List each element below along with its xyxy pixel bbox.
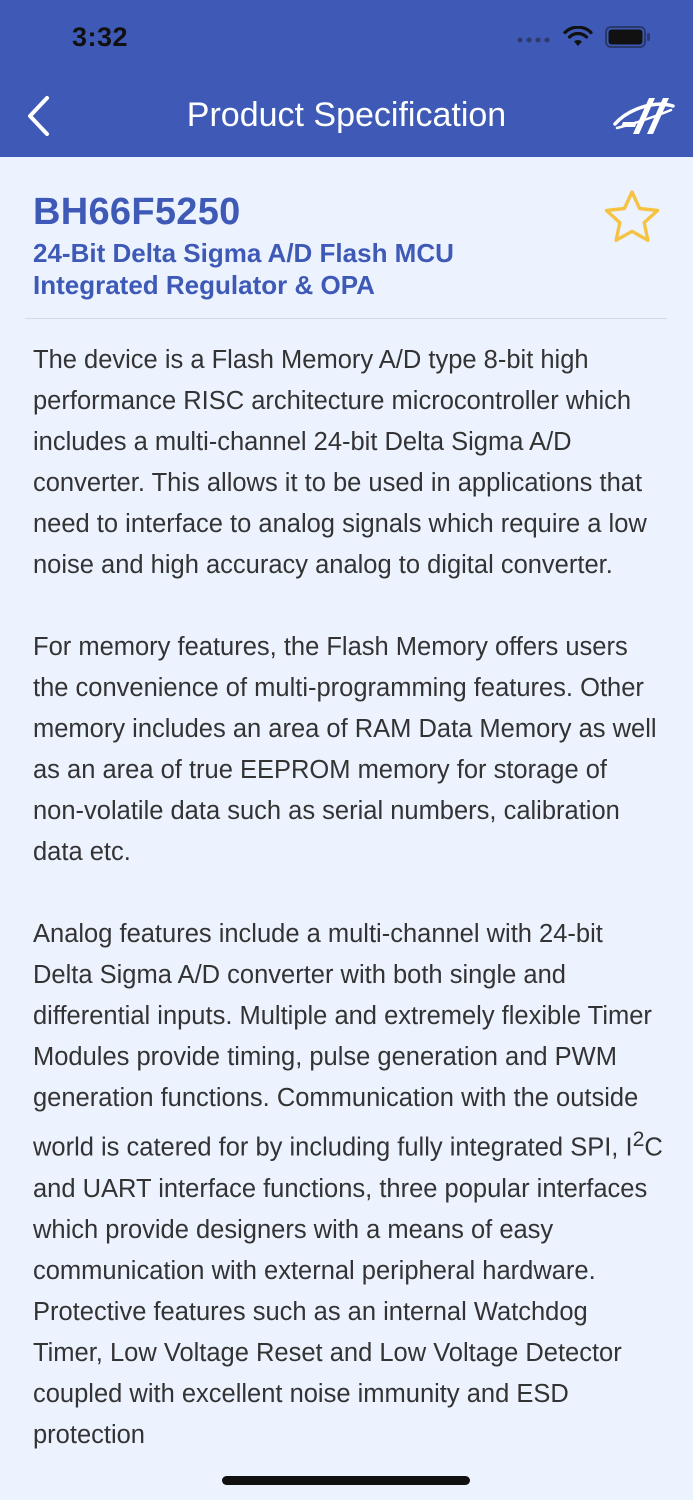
- battery-icon: [605, 26, 651, 53]
- product-description: The device is a Flash Memory A/D type 8-…: [33, 340, 663, 1497]
- description-text: C and UART interface functions, three po…: [33, 1133, 663, 1449]
- wifi-icon: [563, 25, 593, 53]
- signal-dots-icon: [517, 31, 551, 49]
- app-header: 3:32: [0, 0, 693, 157]
- description-text: Analog features include a multi-channel …: [33, 920, 652, 1162]
- superscript-text: 2: [632, 1127, 645, 1151]
- status-time: 3:32: [72, 22, 129, 52]
- status-icons: [517, 25, 651, 53]
- favorite-button[interactable]: [601, 187, 663, 249]
- page-title: Product Specification: [186, 96, 507, 134]
- star-outline-icon: [601, 190, 663, 253]
- brand-logo-icon: [613, 94, 675, 138]
- product-subtitle-line1: 24-Bit Delta Sigma A/D Flash MCU: [33, 238, 454, 268]
- back-button[interactable]: [22, 94, 62, 138]
- product-code: BH66F5250: [33, 191, 241, 233]
- product-subtitle: 24-Bit Delta Sigma A/D Flash MCU Integra…: [33, 237, 454, 301]
- description-paragraph: For memory features, the Flash Memory of…: [33, 633, 657, 866]
- home-indicator[interactable]: [222, 1476, 470, 1485]
- description-paragraph: The device is a Flash Memory A/D type 8-…: [33, 346, 647, 579]
- chevron-left-icon: [22, 96, 62, 142]
- description-paragraph: Analog features include a multi-channel …: [33, 914, 663, 1456]
- product-subtitle-line2: Integrated Regulator & OPA: [33, 270, 375, 300]
- divider: [25, 318, 667, 319]
